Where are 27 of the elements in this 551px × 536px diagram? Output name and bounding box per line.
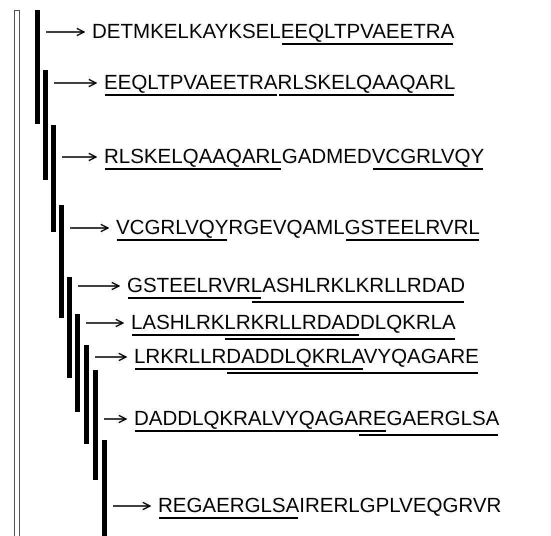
arrow — [78, 282, 120, 290]
peptide-sequence: DADDLQKRALVYQAGAREGAERGLSA — [134, 408, 500, 430]
coverage-bar — [102, 440, 107, 536]
coverage-bar — [59, 205, 64, 318]
arrow — [86, 318, 124, 328]
arrow — [46, 28, 85, 36]
coverage-bar — [75, 314, 80, 412]
peptide-sequence: LRKRLLRDADDLQKRLAVYQAGARE — [134, 346, 479, 368]
peptide-sequence: GSTEELRVRLASHLRKLKRLLRDAD — [127, 275, 465, 297]
arrow — [95, 352, 127, 362]
coverage-bar — [67, 277, 72, 378]
peptide-sequence: VCGRLVQYRGEVQAMLGSTEELRVRL — [116, 217, 480, 239]
peptide-sequence: RLSKELQAAQARLGADMEDVCGRLVQY — [104, 146, 484, 168]
arrow — [54, 78, 97, 88]
peptide-sequence: EEQLTPVAEETRARLSKELQAAQARL — [104, 72, 456, 94]
arrow — [62, 152, 97, 162]
peptide-sequence: LASHLRKLRKRLLRDADDLQKRLA — [131, 312, 456, 334]
peptide-sequence: DETMKELKAYKSELEEQLTPVAEETRA — [92, 21, 454, 43]
arrow — [113, 502, 151, 510]
arrow — [70, 224, 109, 232]
peptide-sequence: REGAERGLSAIRERLGPLVEQGRVR — [158, 495, 502, 517]
coverage-bar — [93, 370, 98, 480]
coverage-bar — [43, 70, 48, 180]
arrow — [104, 414, 127, 424]
coverage-bar — [35, 10, 40, 124]
coverage-bar — [51, 125, 56, 232]
coverage-bar — [84, 345, 89, 444]
